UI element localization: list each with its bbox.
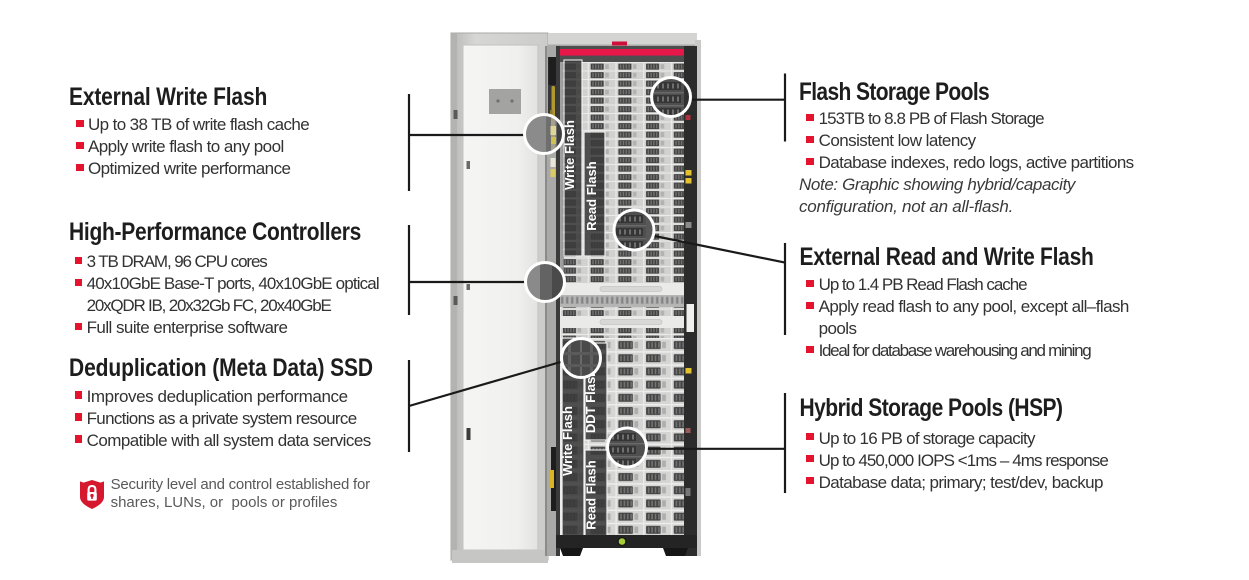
- svg-text:DDT Flash: DDT Flash: [583, 369, 598, 433]
- svg-text:Write Flash: Write Flash: [562, 120, 577, 190]
- svg-text:Read Flash: Read Flash: [584, 460, 599, 529]
- svg-text:Read Flash: Read Flash: [584, 161, 599, 230]
- svg-text:Write Flash: Write Flash: [560, 406, 575, 476]
